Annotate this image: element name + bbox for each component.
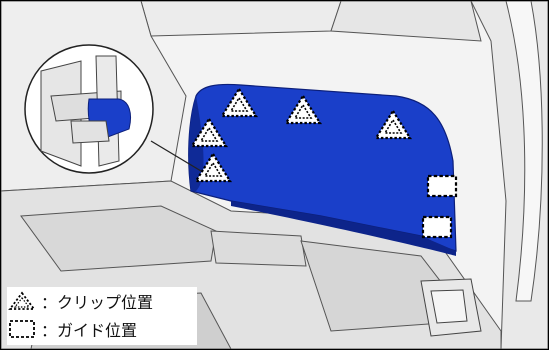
clip-marker (284, 93, 322, 125)
legend-row-clip: ：クリップ位置 (7, 289, 153, 313)
guide-marker (426, 174, 458, 198)
guide-marker (421, 215, 453, 239)
detail-magnifier (24, 44, 154, 174)
legend-row-guide: ：ガイド位置 (7, 317, 137, 341)
clip-marker (194, 151, 232, 183)
clip-marker (190, 116, 228, 148)
clip-marker (220, 86, 258, 118)
legend: ：クリップ位置 ：ガイド位置 (7, 287, 197, 345)
clip-marker (374, 108, 412, 140)
legend-clip-label: ：クリップ位置 (41, 293, 154, 312)
guide-position-icon (9, 320, 35, 338)
clip-position-icon (8, 291, 36, 310)
legend-guide-label: ：ガイド位置 (41, 321, 138, 340)
